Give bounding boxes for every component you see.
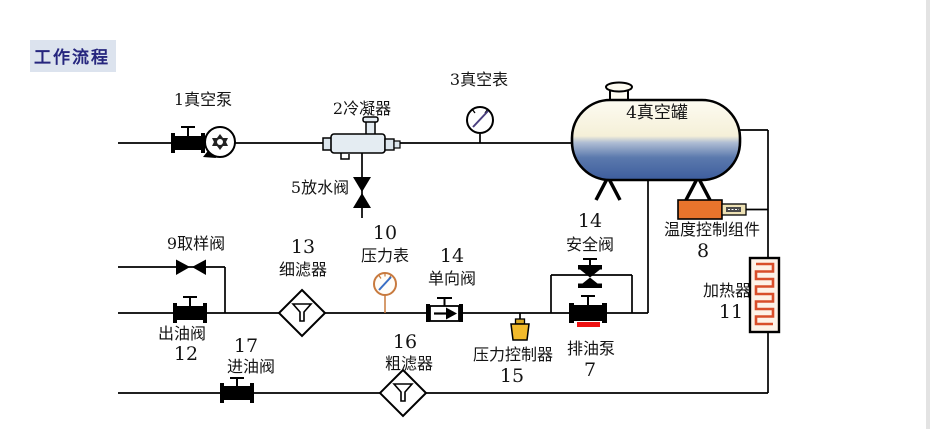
right-edge-band	[926, 0, 930, 429]
label-heater-num: 11	[718, 301, 744, 323]
label-pressure-controller: 压力控制器	[472, 345, 554, 364]
label-coarse-filter: 粗滤器	[384, 354, 434, 373]
label-pressure-gauge: 压力表	[360, 246, 410, 265]
label-check-valve-num: 14	[439, 245, 465, 267]
drain-valve-symbol	[353, 177, 371, 208]
label-check-valve: 单向阀	[427, 269, 477, 288]
label-oil-inlet-valve: 进油阀	[226, 357, 276, 376]
label-oil-drain-pump-num: 7	[583, 359, 597, 381]
label-vacuum-gauge: 3真空表	[449, 70, 509, 89]
vacuum-gauge-symbol	[466, 106, 494, 134]
label-drain-valve: 5放水阀	[290, 178, 350, 197]
label-safety-valve-num: 14	[577, 210, 603, 232]
label-oil-outlet-valve: 出油阀	[157, 324, 207, 343]
coarse-filter-symbol	[378, 368, 428, 418]
oil-inlet-valve-symbol	[220, 377, 254, 403]
label-fine-filter-num: 13	[290, 236, 316, 258]
label-temp-control-num: 8	[696, 240, 710, 262]
check-valve-symbol	[426, 297, 463, 322]
label-vacuum-tank: 4真空罐	[626, 103, 688, 123]
label-safety-valve: 安全阀	[565, 235, 615, 254]
temp-control-symbol	[677, 199, 747, 220]
pressure-controller-symbol	[510, 318, 530, 341]
label-oil-outlet-valve-num: 12	[173, 343, 199, 365]
label-oil-inlet-valve-num: 17	[233, 335, 259, 357]
label-oil-drain-pump: 排油泵	[566, 339, 616, 358]
label-pressure-controller-num: 15	[499, 365, 525, 387]
label-condenser: 2冷凝器	[332, 99, 392, 118]
pressure-gauge-symbol	[373, 272, 397, 313]
label-sampling-valve: 9取样阀	[166, 234, 226, 253]
label-pressure-gauge-num: 10	[372, 222, 398, 244]
label-coarse-filter-num: 16	[392, 331, 418, 353]
vacuum-pump-symbol	[171, 126, 236, 158]
sampling-valve-symbol	[176, 259, 206, 275]
label-fine-filter: 细滤器	[278, 260, 328, 279]
fine-filter-symbol	[277, 288, 327, 338]
page-title: 工作流程	[30, 40, 116, 72]
oil-outlet-valve-symbol	[173, 296, 207, 323]
label-heater: 加热器	[702, 281, 752, 300]
label-vacuum-pump: 1真空泵	[173, 90, 233, 109]
condenser-symbol	[322, 116, 401, 160]
vacuum-tank-symbol	[570, 81, 742, 201]
safety-valve-symbol	[578, 258, 602, 288]
oil-drain-pump-symbol	[569, 295, 607, 327]
heater-symbol	[748, 256, 781, 334]
label-temp-control: 温度控制组件	[663, 220, 761, 239]
